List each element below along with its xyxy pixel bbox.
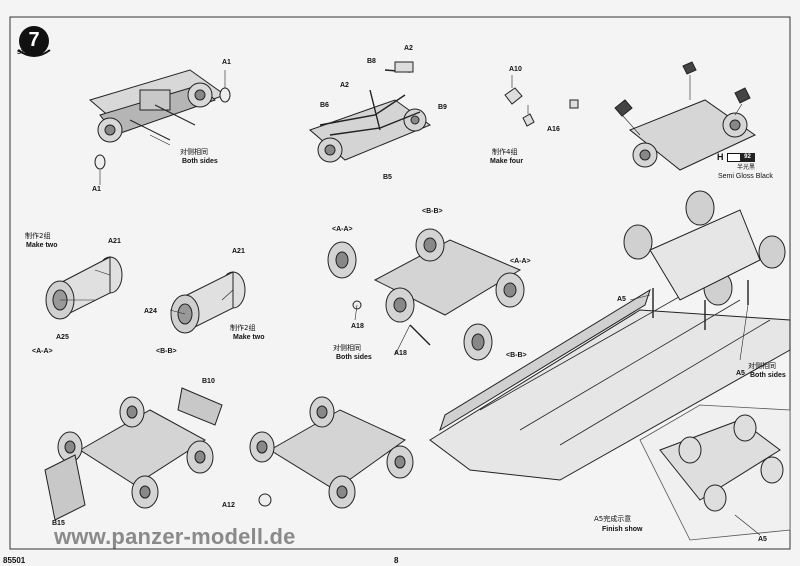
label-b6: B6 — [320, 102, 329, 109]
label-a18-left: A18 — [351, 323, 364, 330]
finish-show-inset — [639, 404, 791, 541]
label-both-sides-3-en: Both sides — [750, 372, 786, 379]
label-a21-right: A21 — [232, 248, 245, 255]
small-parts-a10-a16 — [504, 75, 579, 127]
label-a5-left: A5 — [617, 296, 626, 303]
bogie-assembly-a12 — [249, 396, 414, 509]
label-finish-en: Finish show — [602, 526, 643, 533]
paint-chip: H 92 — [717, 152, 757, 162]
label-both-sides-1-zh: 对侧相同 — [180, 148, 208, 156]
label-both-sides-3-zh: 对侧相同 — [748, 362, 776, 370]
label-both-sides-1-en: Both sides — [182, 158, 218, 165]
label-bb-left: <B-B> — [156, 348, 177, 355]
leader-lines — [60, 134, 749, 361]
label-bb-center-right: <B-B> — [506, 352, 527, 359]
label-a2-top: A2 — [404, 45, 413, 52]
painted-axle-assembly — [614, 61, 756, 171]
label-bb-top-center: <B-B> — [422, 208, 443, 215]
label-b8: B8 — [367, 58, 376, 65]
paint-letter: H — [717, 152, 724, 162]
bogie-assembly-center — [327, 228, 525, 361]
page-frame — [9, 16, 791, 550]
label-paint-name-en: Semi Gloss Black — [718, 173, 773, 180]
label-a18-bottom: A18 — [394, 350, 407, 357]
kit-number: 85501 — [3, 556, 26, 565]
label-a24: A24 — [144, 308, 157, 315]
label-aa-left: <A-A> — [32, 348, 53, 355]
label-a16: A16 — [547, 126, 560, 133]
wheel-a21-a25 — [45, 256, 123, 320]
label-a12: A12 — [222, 502, 235, 509]
bogie-assembly-b10-b15 — [44, 387, 223, 521]
label-a5-inset: A5 — [758, 536, 767, 543]
label-b9: B9 — [438, 104, 447, 111]
paint-swatch — [727, 153, 741, 162]
suspension-links-assembly — [309, 61, 432, 163]
axle-assembly-a1 — [88, 69, 231, 185]
label-b10: B10 — [202, 378, 215, 385]
label-make-four-zh: 制作4组 — [492, 148, 518, 156]
label-a21-left: A21 — [108, 238, 121, 245]
label-a25: A25 — [56, 334, 69, 341]
step-badge-shape — [17, 26, 51, 57]
step-badge: 7 STEP — [16, 28, 52, 60]
label-both-sides-2-zh: 对侧相同 — [333, 344, 361, 352]
label-aa-center-right: <A-A> — [510, 258, 531, 265]
label-make-two-2-en: Make two — [233, 334, 265, 341]
label-finish-zh: A5完成示意 — [594, 515, 632, 523]
label-make-two-1-zh: 制作2组 — [25, 232, 51, 240]
paint-code: 92 — [740, 153, 755, 162]
watermark: www.panzer-modell.de — [54, 524, 296, 549]
page-number: 8 — [394, 556, 399, 565]
label-b5: B5 — [383, 174, 392, 181]
label-a5-right: A5 — [736, 370, 745, 377]
label-b15: B15 — [52, 520, 65, 527]
label-a2-mid: A2 — [340, 82, 349, 89]
label-make-two-2-zh: 制作2组 — [230, 324, 256, 332]
label-a1-bottom: A1 — [92, 186, 101, 193]
step-number: 7 — [28, 29, 40, 51]
label-a10: A10 — [509, 66, 522, 73]
label-both-sides-2-en: Both sides — [336, 354, 372, 361]
label-make-four-en: Make four — [490, 158, 524, 165]
label-make-two-1-en: Make two — [26, 242, 58, 249]
chassis-frame — [429, 190, 791, 481]
label-paint-name-zh: 半光黑 — [737, 164, 756, 171]
step-word: STEP — [17, 50, 33, 56]
label-a1-top: A1 — [222, 59, 231, 66]
label-aa-center: <A-A> — [332, 226, 353, 233]
wheel-a21-a24 — [170, 271, 246, 334]
